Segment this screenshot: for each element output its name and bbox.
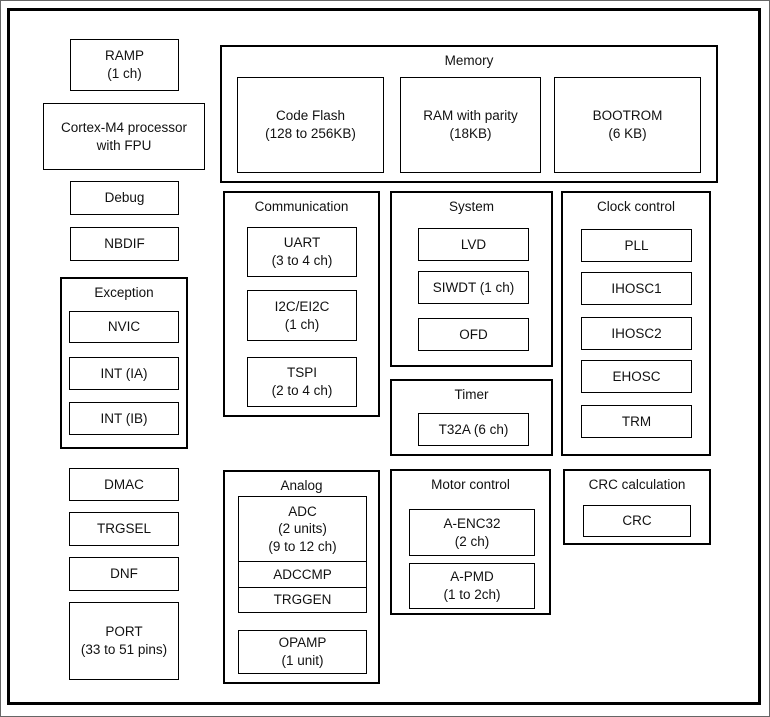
block-adc: ADC (2 units) (9 to 12 ch)	[268, 503, 337, 554]
block-port: PORT (33 to 51 pins)	[69, 602, 179, 680]
block-ihosc2: IHOSC2	[581, 317, 692, 350]
group-motor-control-title: Motor control	[431, 477, 510, 492]
block-debug: Debug	[70, 181, 179, 215]
group-clock-control: Clock control PLL IHOSC1 IHOSC2 EHOSC TR…	[561, 191, 711, 456]
block-siwdt: SIWDT (1 ch)	[418, 271, 529, 304]
block-bootrom: BOOTROM (6 KB)	[554, 77, 701, 173]
block-lvd: LVD	[418, 228, 529, 261]
group-analog: Analog ADC (2 units) (9 to 12 ch) ADCCMP…	[223, 470, 380, 684]
block-a-enc32: A-ENC32 (2 ch)	[409, 509, 535, 556]
block-trgsel: TRGSEL	[69, 512, 179, 546]
group-communication-title: Communication	[254, 199, 349, 214]
group-motor-control: Motor control A-ENC32 (2 ch) A-PMD (1 to…	[390, 469, 551, 615]
block-a-pmd: A-PMD (1 to 2ch)	[409, 563, 535, 609]
block-tspi: TSPI (2 to 4 ch)	[247, 357, 357, 407]
group-clock-control-title: Clock control	[596, 199, 676, 214]
block-adccmp: ADCCMP	[239, 561, 366, 587]
group-system: System LVD SIWDT (1 ch) OFD	[390, 191, 553, 367]
block-t32a: T32A (6 ch)	[418, 413, 529, 446]
block-trggen: TRGGEN	[239, 587, 366, 612]
group-memory-title: Memory	[444, 53, 494, 68]
block-ehosc: EHOSC	[581, 360, 692, 393]
block-dnf: DNF	[69, 557, 179, 591]
group-exception: Exception NVIC INT (IA) INT (IB)	[60, 277, 188, 449]
group-communication: Communication UART (3 to 4 ch) I2C/EI2C …	[223, 191, 380, 417]
group-exception-title: Exception	[94, 285, 154, 300]
block-int-ia: INT (IA)	[69, 357, 179, 390]
group-memory: Memory Code Flash (128 to 256KB) RAM wit…	[220, 45, 718, 183]
block-i2c-ei2c: I2C/EI2C (1 ch)	[247, 290, 357, 341]
block-cortex-m4-processor: Cortex-M4 processor with FPU	[43, 103, 205, 170]
block-crc: CRC	[583, 505, 691, 537]
block-code-flash: Code Flash (128 to 256KB)	[237, 77, 384, 173]
block-int-ib: INT (IB)	[69, 402, 179, 435]
block-adc-stack: ADC (2 units) (9 to 12 ch) ADCCMP TRGGEN	[238, 496, 367, 613]
block-ramp: RAMP (1 ch)	[70, 39, 179, 91]
block-nvic: NVIC	[69, 311, 179, 343]
group-timer: Timer T32A (6 ch)	[390, 379, 553, 456]
block-pll: PLL	[581, 229, 692, 262]
block-opamp: OPAMP (1 unit)	[238, 630, 367, 674]
group-system-title: System	[448, 199, 494, 214]
block-nbdif: NBDIF	[70, 227, 179, 261]
block-dmac: DMAC	[69, 468, 179, 501]
group-analog-title: Analog	[280, 478, 323, 493]
group-crc-calculation: CRC calculation CRC	[563, 469, 711, 545]
block-ram-with-parity: RAM with parity (18KB)	[400, 77, 541, 173]
diagram-outer-frame	[7, 8, 761, 705]
block-ofd: OFD	[418, 318, 529, 351]
block-uart: UART (3 to 4 ch)	[247, 227, 357, 277]
group-crc-calculation-title: CRC calculation	[588, 477, 686, 492]
block-ihosc1: IHOSC1	[581, 272, 692, 305]
block-trm: TRM	[581, 405, 692, 438]
group-timer-title: Timer	[454, 387, 489, 402]
